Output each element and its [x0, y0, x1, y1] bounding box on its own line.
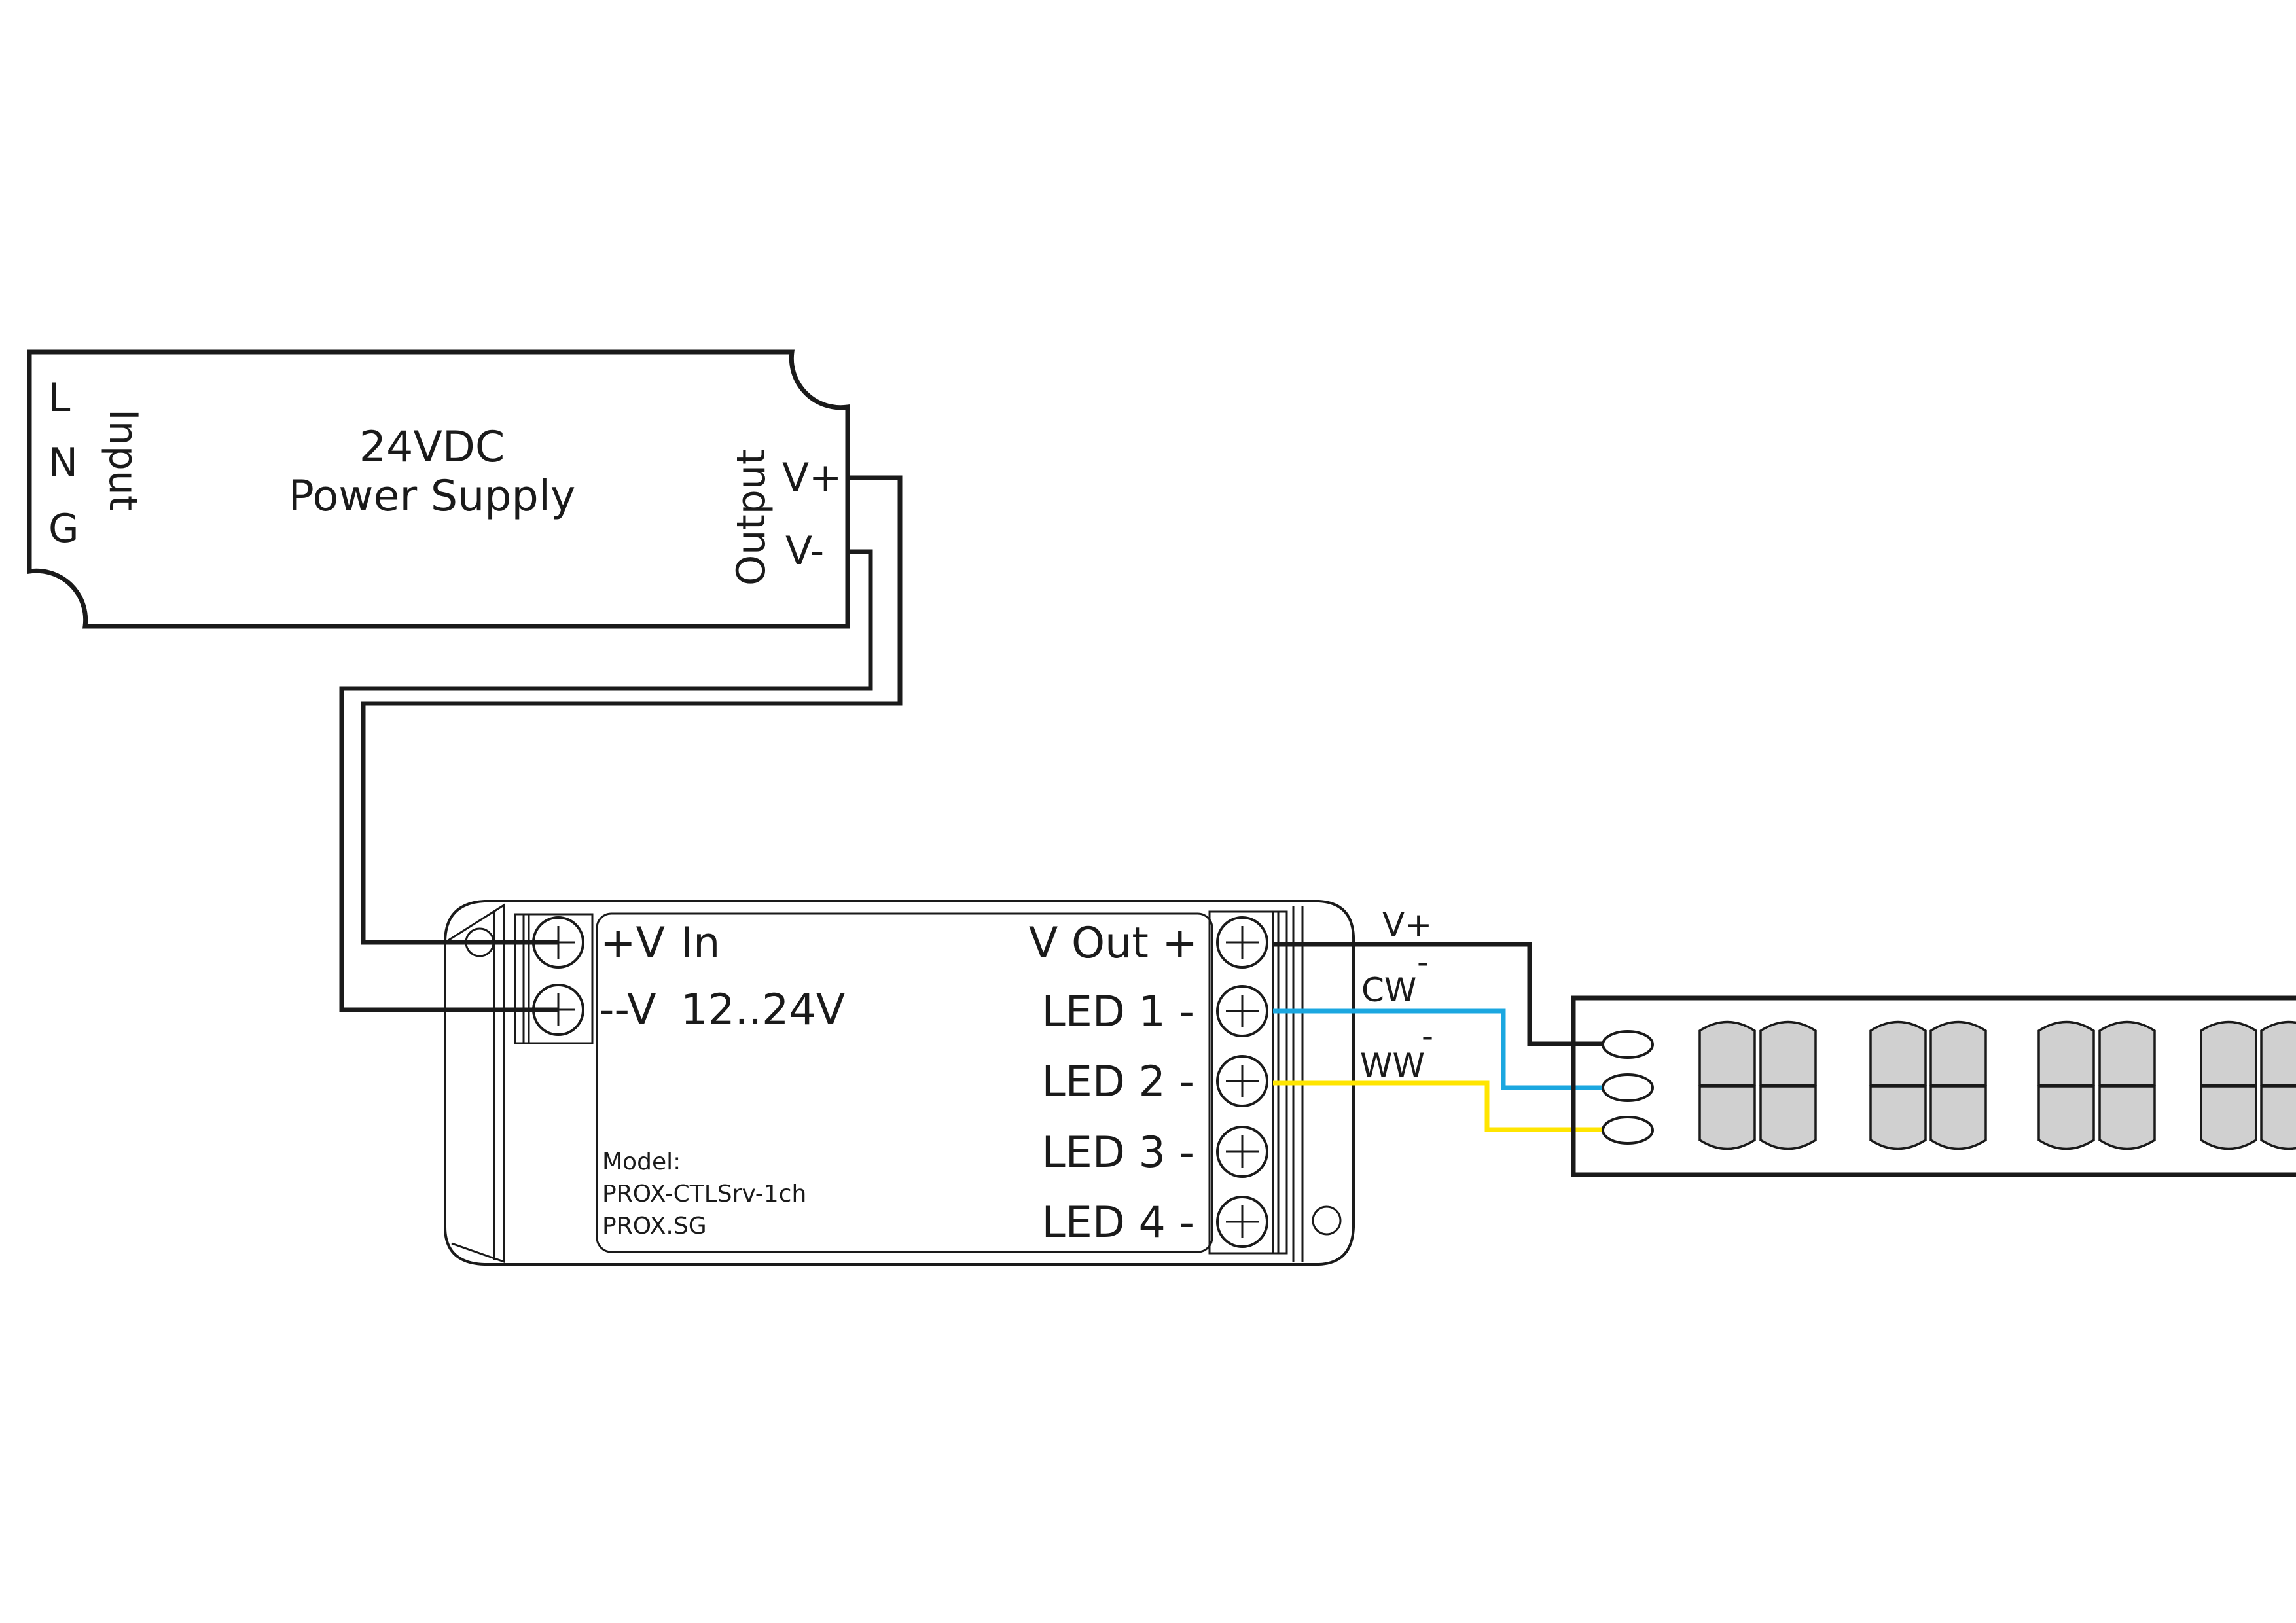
led-chip: [2037, 1020, 2095, 1086]
controller-out-led2: LED 2 -: [1042, 1058, 1194, 1107]
controller-side-rail-left: [444, 903, 505, 1264]
controller-model-label: Model:: [602, 1149, 681, 1175]
controller-in-minus-sign: --V: [599, 986, 656, 1035]
led-chip: [1869, 1085, 1927, 1150]
mounting-hole-icon: [1312, 1205, 1342, 1236]
screw-terminal-icon: [532, 984, 584, 1036]
led-chip: [1759, 1020, 1817, 1086]
led-chip: [2098, 1085, 2156, 1150]
wire-psu-vminus: [339, 549, 873, 1012]
controller-out-led3: LED 3 -: [1042, 1128, 1194, 1177]
strip-pad-cw: [1602, 1073, 1654, 1102]
psu-output-label: Output: [728, 450, 774, 586]
screw-terminal-icon: [1216, 985, 1268, 1037]
psu-terminal-vminus: V-: [785, 528, 824, 574]
controller-brand: PROX.SG: [602, 1213, 707, 1240]
screw-terminal-icon: [1216, 1055, 1268, 1107]
controller: +V In --V 12..24V V Out + LED 1 - LED 2 …: [444, 900, 1355, 1266]
led-chip: [2037, 1085, 2095, 1150]
screw-terminal-icon: [1216, 916, 1268, 969]
led-chip: [1929, 1020, 1987, 1086]
controller-out-vplus: V Out +: [1029, 919, 1198, 968]
controller-in-minus-desc: 12..24V: [681, 986, 845, 1035]
wire-vplus-label: V+: [1382, 906, 1432, 944]
led-chip: [2200, 1020, 2257, 1086]
screw-terminal-icon: [1216, 1126, 1268, 1178]
led-chip: [2200, 1085, 2257, 1150]
psu-terminal-vplus: V+: [782, 455, 842, 501]
strip-pad-ww: [1602, 1116, 1654, 1145]
psu-title-line2: Power Supply: [289, 472, 576, 521]
power-supply-housing: [27, 349, 850, 629]
led-chip: [1869, 1020, 1927, 1086]
power-wires: [339, 475, 903, 1012]
led-chip: [2260, 1085, 2296, 1150]
controller-housing: [444, 900, 1355, 1266]
psu-terminal-g: G: [48, 506, 79, 552]
psu-input-label: Input: [100, 409, 146, 510]
wire-psu-vplus: [361, 475, 903, 945]
screw-terminal-icon: [532, 916, 584, 969]
led-chip: [1929, 1085, 1987, 1150]
power-supply: L N G Input 24VDC Power Supply Output V+…: [27, 349, 850, 629]
strip-pad-vplus: [1602, 1030, 1654, 1059]
led-strip-outline: [1571, 995, 2296, 1177]
led-chip: [1698, 1020, 1756, 1086]
wire-cw-minus: -: [1417, 943, 1429, 981]
wire-ww-label: WW: [1360, 1046, 1425, 1084]
led-chip: [1698, 1085, 1756, 1150]
controller-out-led1: LED 1 -: [1042, 988, 1194, 1037]
psu-title-line1: 24VDC: [359, 423, 505, 472]
psu-terminal-l: L: [48, 375, 71, 421]
led-chip: [1759, 1085, 1817, 1150]
wire-cw-label: CW: [1361, 971, 1416, 1009]
wire-ww: [1273, 1080, 1602, 1132]
controller-label-panel: [596, 912, 1213, 1253]
controller-in-plus-sign: +V: [600, 919, 665, 968]
output-wires: V+ CW - WW -: [1273, 906, 1602, 1132]
controller-model-name: PROX-CTLSrv-1ch: [602, 1181, 806, 1207]
controller-out-led4: LED 4 -: [1042, 1198, 1194, 1247]
controller-in-plus-desc: In: [681, 919, 720, 968]
led-chip: [2098, 1020, 2156, 1086]
led-chips: [1698, 1020, 2296, 1150]
psu-terminal-n: N: [48, 440, 78, 486]
wire-vplus-out: [1273, 942, 1602, 1046]
wire-ww-minus: -: [1422, 1017, 1433, 1055]
wire-cw: [1273, 1008, 1602, 1090]
led-chip: [2260, 1020, 2296, 1086]
input-terminal-block: [514, 913, 594, 1044]
screw-terminal-icon: [1216, 1196, 1268, 1248]
led-strip: [1571, 995, 2296, 1177]
mounting-hole-icon: [465, 927, 495, 957]
